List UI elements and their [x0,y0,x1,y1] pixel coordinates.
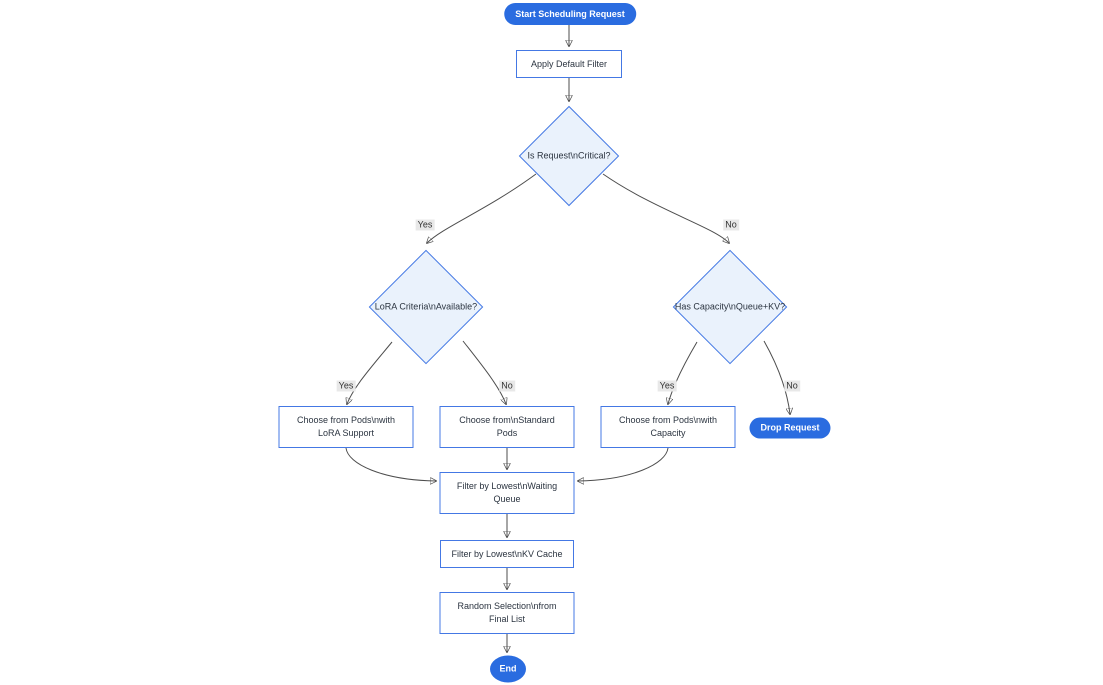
edge-label-critical-yes: Yes [415,219,435,231]
node-filter-lowest-kv-cache: Filter by Lowest\nKV Cache [440,540,574,568]
node-choose-pods-capacity-label: Choose from Pods\nwith Capacity [618,415,718,438]
edge-lora-no-to-choose-standard [462,340,506,404]
node-start-label: Start Scheduling Request [515,8,625,19]
edge-label-lora-yes: Yes [336,380,356,392]
node-choose-standard-pods-label: Choose from\nStandard Pods [459,415,555,438]
edge-capacity-yes-to-choose-capacity [668,341,698,404]
node-filter-lowest-waiting-queue: Filter by Lowest\nWaiting Queue [439,472,575,514]
node-choose-pods-capacity: Choose from Pods\nwith Capacity [600,406,736,448]
edge-critical-no-to-capacity [602,173,729,243]
edge-label-capacity-yes: Yes [657,380,677,392]
edge-label-critical-no: No [723,219,739,231]
node-drop-request-label: Drop Request [760,422,820,433]
edge-label-capacity-no: No [784,380,800,392]
node-filter-lowest-kv-cache-label: Filter by Lowest\nKV Cache [451,548,563,559]
node-random-selection: Random Selection\nfrom Final List [439,592,575,634]
node-filter-lowest-waiting-queue-label: Filter by Lowest\nWaiting Queue [456,481,558,504]
node-drop-request: Drop Request [749,417,831,439]
node-choose-pods-lora-label: Choose from Pods\nwith LoRA Support [296,415,396,438]
node-lora-criteria-available-label: LoRA Criteria\nAvailable? [374,301,478,312]
edge-label-lora-no: No [499,380,515,392]
edge-capacity-no-to-drop [763,340,790,414]
edge-critical-yes-to-lora [427,173,537,243]
node-is-request-critical-label: Is Request\nCritical? [527,150,611,161]
node-apply-default-filter-label: Apply Default Filter [530,58,608,69]
node-choose-pods-lora: Choose from Pods\nwith LoRA Support [278,406,414,448]
node-end: End [490,655,526,683]
node-has-capacity-queue-kv-label: Has Capacity\nQueue+KV? [674,301,786,312]
edge-choose-lora-to-filter-waiting [345,447,436,481]
node-random-selection-label: Random Selection\nfrom Final List [457,601,557,624]
node-apply-default-filter: Apply Default Filter [516,50,622,78]
node-choose-standard-pods: Choose from\nStandard Pods [439,406,575,448]
edge-lora-yes-to-choose-lora [347,341,393,404]
node-end-label: End [499,663,517,674]
edge-choose-capacity-to-filter-waiting [578,447,669,481]
node-start: Start Scheduling Request [504,3,636,25]
